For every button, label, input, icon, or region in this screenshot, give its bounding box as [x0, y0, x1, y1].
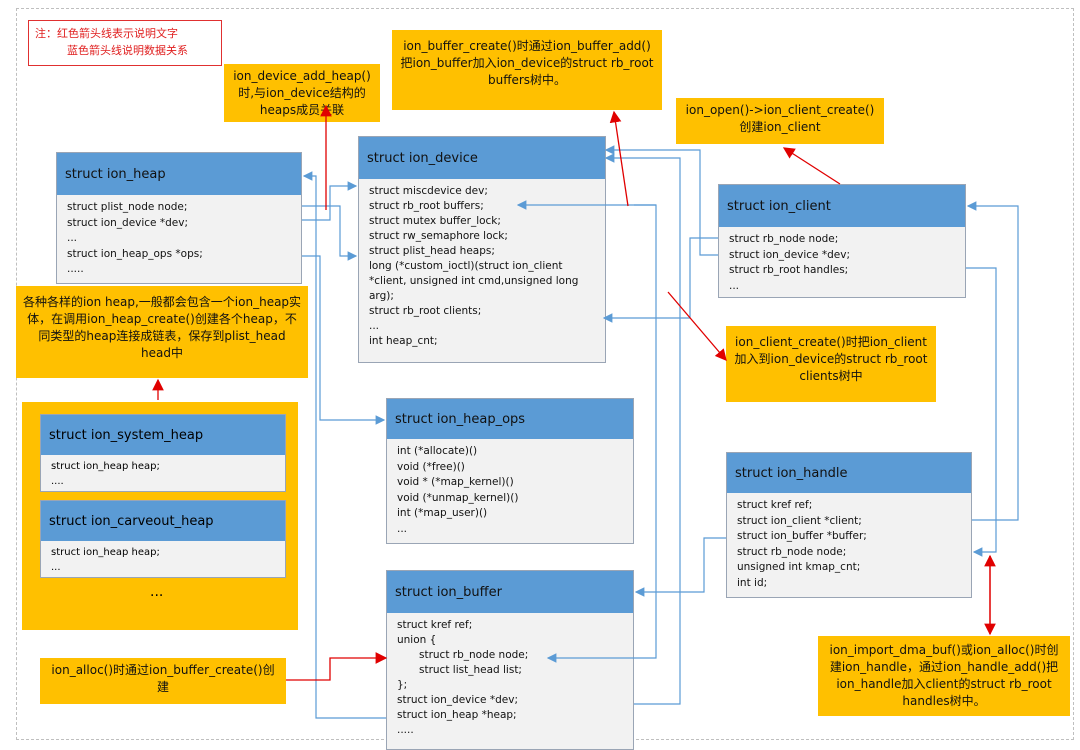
more-heaps-ellipsis: ...: [150, 584, 164, 600]
field: struct rb_node node;: [729, 233, 839, 245]
field: void (*unmap_kernel)(): [397, 491, 519, 504]
link-buffer-dev-to-device: [604, 153, 681, 705]
field: void (*free)(): [397, 460, 465, 473]
red-arrow-buffer-create: [609, 110, 629, 207]
field: unsigned int kmap_cnt;: [737, 561, 861, 573]
link-buffer-node-to-buffers: [546, 204, 657, 663]
struct-title: struct ion_device: [359, 137, 605, 179]
legend-line-blue: 蓝色箭头线说明数据关系: [67, 44, 188, 57]
link-heap-dev-to-device: [302, 181, 358, 221]
annotation-buffer-create: ion_buffer_create()时通过ion_buffer_add()把i…: [392, 30, 662, 110]
link-client-handles: [966, 267, 997, 557]
annotation-handle: ion_import_dma_buf()或ion_alloc()时创建ion_h…: [818, 636, 1070, 716]
field: ...: [397, 522, 408, 535]
annotation-client-create: ion_open()->ion_client_create()创建ion_cli…: [676, 98, 884, 144]
field: int (*allocate)(): [397, 445, 478, 457]
field: struct ion_buffer *buffer;: [737, 530, 867, 542]
legend-note: 注：红色箭头线表示说明文字 蓝色箭头线说明数据关系: [28, 20, 222, 66]
struct-ion-heap: struct ion_heap struct plist_node node; …: [56, 152, 302, 284]
struct-ion-system-heap: struct ion_system_heap struct ion_heap h…: [40, 414, 286, 492]
field: struct ion_heap heap;: [51, 547, 160, 558]
struct-title: struct ion_heap_ops: [387, 399, 633, 439]
field: struct rb_root handles;: [729, 264, 849, 276]
field: ....: [51, 476, 64, 487]
struct-ion-handle: struct ion_handle struct kref ref; struc…: [726, 452, 972, 598]
field: struct ion_device *dev;: [397, 694, 518, 706]
field: struct ion_heap_ops *ops;: [67, 247, 203, 260]
struct-title: struct ion_client: [719, 185, 965, 227]
field: struct ion_heap *heap;: [397, 709, 517, 721]
annotation-heap-list: 各种各样的ion heap,一般都会包含一个ion_heap实体，在调用ion_…: [16, 286, 308, 378]
red-arrow-client-create: [782, 147, 841, 185]
field: };: [397, 679, 408, 691]
field: int (*map_user)(): [397, 507, 488, 519]
field: void * (*map_kernel)(): [397, 476, 514, 488]
struct-ion-client: struct ion_client struct rb_node node; s…: [718, 184, 966, 298]
link-client-dev-to-device: [604, 145, 718, 256]
field: ...: [67, 232, 78, 244]
struct-title: struct ion_heap: [57, 153, 301, 195]
annotation-add-heap: ion_device_add_heap()时,与ion_device结构的hea…: [224, 64, 380, 122]
red-arrow-alloc: [286, 652, 388, 681]
field: struct kref ref;: [397, 619, 473, 631]
field: .....: [67, 263, 84, 275]
red-arrow-client-to-device: [667, 291, 727, 361]
field: struct rw_semaphore lock;: [369, 230, 508, 242]
field: struct ion_client *client;: [737, 514, 862, 527]
struct-ion-heap-ops: struct ion_heap_ops int (*allocate)() vo…: [386, 398, 634, 544]
field: struct ion_device *dev;: [729, 248, 850, 261]
field: ...: [729, 279, 740, 292]
field: struct list_head list;: [419, 664, 522, 676]
struct-title: struct ion_carveout_heap: [41, 501, 285, 541]
link-handle-buffer: [634, 537, 726, 597]
link-buffer-heap: [302, 171, 386, 719]
struct-ion-device: struct ion_device struct miscdevice dev;…: [358, 136, 606, 363]
link-heap-node-to-heaps: [302, 205, 358, 261]
heap-types-container: struct ion_system_heap struct ion_heap h…: [22, 402, 298, 630]
field: int heap_cnt;: [369, 335, 438, 347]
annotation-alloc: ion_alloc()时通过ion_buffer_create()创建: [40, 658, 286, 704]
struct-ion-buffer: struct ion_buffer struct kref ref; union…: [386, 570, 634, 750]
field: ...: [369, 320, 380, 332]
struct-title: struct ion_buffer: [387, 571, 633, 613]
field: struct mutex buffer_lock;: [369, 215, 501, 227]
field: struct rb_node node;: [419, 649, 529, 661]
field: union {: [397, 634, 437, 646]
link-handle-client: [966, 201, 1019, 521]
struct-ion-carveout-heap: struct ion_carveout_heap struct ion_heap…: [40, 500, 286, 578]
field: struct ion_device *dev;: [67, 216, 188, 229]
struct-title: struct ion_handle: [727, 453, 971, 493]
link-heap-ops: [302, 255, 386, 425]
field: ...: [51, 562, 61, 573]
field: struct rb_root buffers;: [369, 200, 484, 212]
field: int id;: [737, 576, 768, 589]
field: long (*custom_ioctl)(struct ion_client *…: [369, 260, 579, 302]
legend-line-red: 注：红色箭头线表示说明文字: [35, 27, 178, 40]
link-client-node-to-clients: [602, 237, 718, 323]
annotation-client-to-device: ion_client_create()时把ion_client加入到ion_de…: [726, 326, 936, 402]
field: struct plist_node node;: [67, 201, 188, 213]
field: struct rb_node node;: [737, 545, 847, 558]
field: struct plist_head heaps;: [369, 245, 495, 257]
field: .....: [397, 724, 414, 736]
struct-title: struct ion_system_heap: [41, 415, 285, 455]
field: struct rb_root clients;: [369, 305, 482, 317]
field: struct miscdevice dev;: [369, 185, 488, 197]
field: struct kref ref;: [737, 499, 813, 511]
field: struct ion_heap heap;: [51, 461, 160, 472]
